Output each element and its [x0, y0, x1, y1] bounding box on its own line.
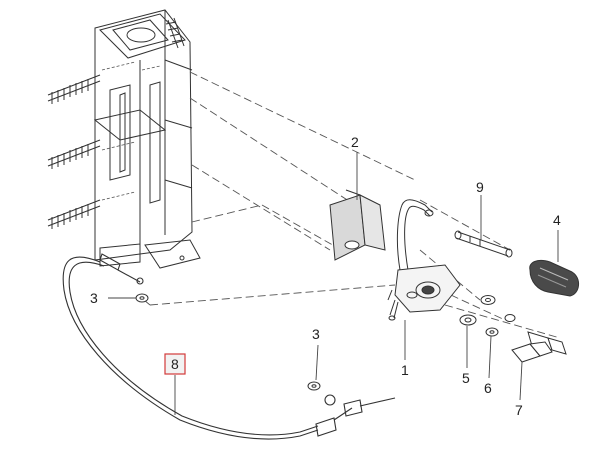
callout-6: 6: [484, 380, 492, 396]
hardware-parts: [135, 293, 567, 391]
mounting-bracket: [329, 189, 386, 261]
lever-knob: [529, 259, 579, 297]
callout-8: 8: [171, 356, 179, 372]
threaded-stud-1: [47, 74, 101, 104]
threaded-stud-group: [47, 17, 185, 229]
callout-4: 4: [553, 212, 561, 228]
callout-2: 2: [351, 134, 359, 150]
chassis-frame: [93, 9, 201, 269]
callout-labels: 1 2 3 3 4 5 6 7 9 8: [90, 134, 561, 418]
shaft-pin: [454, 230, 513, 258]
callout-8-highlight[interactable]: 8: [164, 353, 186, 375]
leader-lines: [108, 152, 559, 415]
callout-1: 1: [401, 362, 409, 378]
lever-assembly: [387, 199, 461, 321]
callout-9: 9: [476, 179, 484, 195]
throttle-cable: [62, 253, 396, 440]
callout-7: 7: [515, 402, 523, 418]
threaded-stud-top: [165, 17, 185, 49]
threaded-stud-3: [47, 199, 101, 229]
frame-dashed-details: [101, 61, 161, 201]
callout-5: 5: [462, 370, 470, 386]
threaded-stud-2: [47, 139, 101, 169]
callout-8-box: [164, 353, 186, 375]
callout-3-lower: 3: [312, 326, 320, 342]
callout-3-left: 3: [90, 290, 98, 306]
